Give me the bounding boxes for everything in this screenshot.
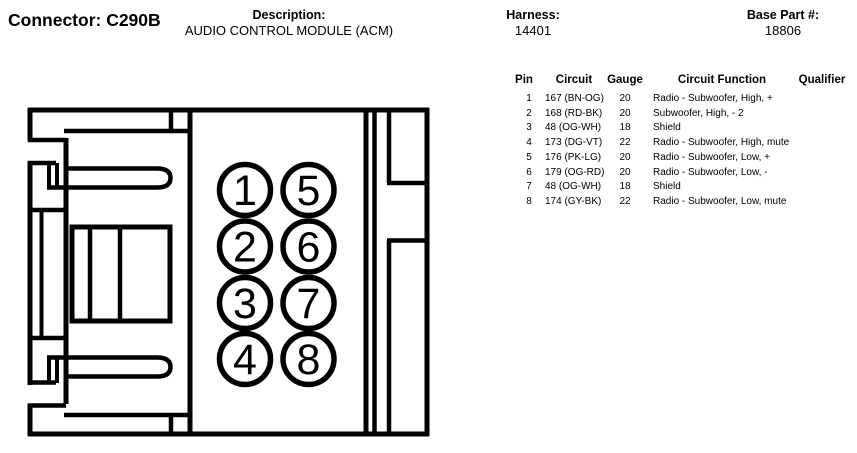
base-part-block: Base Part #: 18806 xyxy=(713,8,853,38)
pin-number: 8 xyxy=(526,195,532,207)
qualifier-value xyxy=(797,136,847,151)
pin-8-label: 8 xyxy=(297,336,321,384)
pin-5-label: 5 xyxy=(297,167,321,215)
gauge-value: 18 xyxy=(619,181,631,193)
circuit-value: 168 (RD-BK) xyxy=(545,107,603,119)
pin-number: 4 xyxy=(526,137,532,149)
pin-3-label: 3 xyxy=(233,280,257,328)
col-header-gauge: Gauge xyxy=(607,74,643,86)
qualifier-value xyxy=(797,166,847,181)
function-value: Radio - Subwoofer, Low, - xyxy=(653,166,768,178)
qualifier-value xyxy=(797,107,847,122)
circuit-value: 176 (PK-LG) xyxy=(545,151,602,163)
col-header-pin: Pin xyxy=(515,74,533,86)
harness-value: 14401 xyxy=(514,23,552,38)
pin-8: 8 xyxy=(280,330,337,388)
base-part-value: 18806 xyxy=(764,23,802,38)
circuit-value: 48 (OG-WH) xyxy=(545,122,602,134)
harness-block: Harness: 14401 xyxy=(473,8,593,38)
col-header-circuit: Circuit xyxy=(555,74,593,86)
pin-circles: 1 2 3 4 5 6 7 xyxy=(216,161,337,388)
description-block: Description: AUDIO CONTROL MODULE (ACM) xyxy=(169,8,409,38)
gauge-value: 20 xyxy=(619,107,631,119)
description-value: AUDIO CONTROL MODULE (ACM) xyxy=(184,23,394,38)
qualifier-value xyxy=(797,195,847,210)
pin-1-label: 1 xyxy=(233,167,257,215)
pin-table: Pin Circuit Gauge Circuit Function Quali… xyxy=(503,72,847,210)
pin-number: 2 xyxy=(526,107,532,119)
pin-4-label: 4 xyxy=(233,336,257,384)
pin-number: 3 xyxy=(526,122,532,134)
circuit-value: 167 (BN-OG) xyxy=(545,93,604,104)
gauge-value: 18 xyxy=(619,122,631,134)
circuit-value: 48 (OG-WH) xyxy=(545,181,602,193)
pin-number: 1 xyxy=(526,93,532,104)
qualifier-value xyxy=(797,92,847,107)
pin-4: 4 xyxy=(216,330,274,388)
function-value: Radio - Subwoofer, High, mute xyxy=(653,137,790,149)
pin-2: 2 xyxy=(216,218,274,275)
harness-label: Harness: xyxy=(506,8,560,22)
qualifier-value xyxy=(797,151,847,166)
connector-title: Connector: C290B xyxy=(8,10,161,30)
circuit-value: 173 (DG-VT) xyxy=(545,137,603,149)
gauge-value: 20 xyxy=(619,151,631,163)
pin-number: 7 xyxy=(526,181,532,193)
pin-1: 1 xyxy=(216,161,274,219)
pin-2-label: 2 xyxy=(233,224,257,272)
pin-number: 5 xyxy=(526,151,532,163)
function-value: Shield xyxy=(653,181,681,193)
function-value: Radio - Subwoofer, Low, mute xyxy=(653,195,787,207)
circuit-value: 174 (GY-BK) xyxy=(545,195,602,207)
pin-7-label: 7 xyxy=(297,280,321,328)
gauge-value: 20 xyxy=(619,166,631,178)
qualifier-value xyxy=(797,180,847,195)
col-header-qualifier: Qualifier xyxy=(798,74,846,86)
connector-body-outline xyxy=(27,107,430,437)
function-value: Subwoofer, High, - 2 xyxy=(653,107,744,119)
gauge-value: 22 xyxy=(619,195,631,207)
description-label: Description: xyxy=(252,8,326,22)
function-value: Radio - Subwoofer, Low, + xyxy=(653,151,771,163)
circuit-value: 179 (OG-RD) xyxy=(545,166,605,178)
col-header-function: Circuit Function xyxy=(677,74,767,86)
pin-3: 3 xyxy=(216,274,274,332)
pin-number: 6 xyxy=(526,166,532,178)
pin-5: 5 xyxy=(280,161,337,219)
pin-6: 6 xyxy=(280,218,337,275)
pin-6-label: 6 xyxy=(297,224,321,272)
base-part-label: Base Part #: xyxy=(746,8,820,22)
gauge-value: 20 xyxy=(619,93,631,104)
pin-7: 7 xyxy=(280,274,337,332)
function-value: Shield xyxy=(653,122,681,134)
connector-drawing: 1 2 3 4 5 6 7 xyxy=(27,107,430,437)
gauge-value: 22 xyxy=(619,137,631,149)
function-value: Radio - Subwoofer, High, + xyxy=(653,93,773,104)
qualifier-value xyxy=(797,121,847,136)
